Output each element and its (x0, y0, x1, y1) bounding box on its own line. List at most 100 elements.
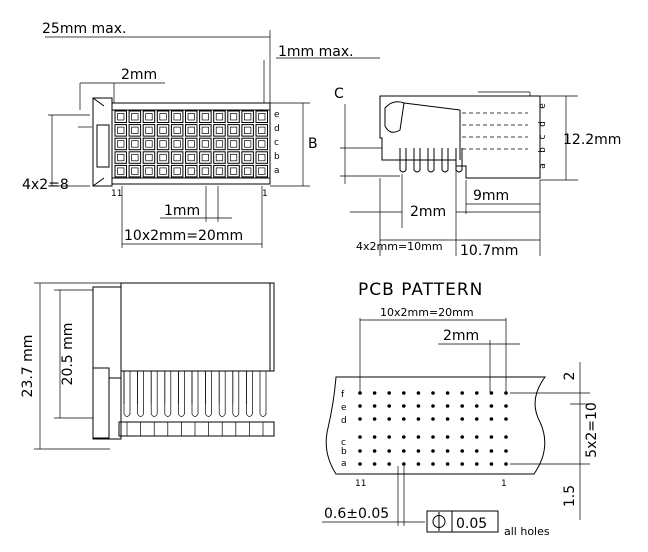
pcb-hole (431, 435, 435, 439)
contact-cell-inner (159, 167, 167, 175)
contact-cell-inner (145, 126, 153, 134)
contact-cell (185, 110, 198, 123)
pcb-hole (387, 417, 392, 421)
contact-cell (255, 124, 268, 137)
contact-cell-inner (117, 140, 125, 148)
contact-cell-inner (229, 140, 238, 148)
pcb-hole (372, 435, 377, 439)
pcb-hole (460, 435, 465, 439)
contact-cell-inner (215, 113, 224, 121)
contact-cell (199, 137, 212, 151)
contact-cell-inner (145, 167, 153, 175)
pcb-hole (431, 404, 435, 408)
front-row-b: b (274, 152, 280, 162)
contact-cell-inner (145, 140, 153, 148)
pcb-hole (358, 435, 362, 439)
contact-cell-inner (145, 113, 153, 121)
contact-cell (241, 124, 254, 137)
profile-pin (259, 371, 267, 417)
pcb-hole (445, 417, 450, 421)
contact-cell (199, 164, 212, 178)
side-row-c: c (538, 134, 548, 139)
pcb-hole (372, 449, 377, 453)
contact-cell (199, 124, 212, 137)
front-row-c: c (274, 138, 279, 148)
contact-cell-inner (215, 126, 224, 134)
profile-pin (218, 371, 226, 417)
total-height-label: 23.7 mm (20, 335, 36, 398)
pcb-hole (475, 435, 479, 439)
contact-cell-inner (201, 113, 209, 121)
contact-cell-inner (187, 153, 195, 162)
pcb-hole (504, 404, 508, 408)
contact-cell-inner (131, 167, 139, 175)
pcb-hole (387, 462, 392, 466)
contact-cell (227, 110, 240, 123)
side-pitch-label: 2mm (410, 204, 446, 220)
pitch-label: 2mm (121, 67, 157, 83)
pcb-hole (460, 462, 465, 466)
contact-cell (128, 137, 142, 151)
pcb-hole-grid (358, 391, 508, 466)
contact-cell-inner (229, 167, 238, 175)
pcb-hole (489, 462, 494, 466)
front-row-e: e (274, 110, 280, 120)
depth-label: 9mm (473, 188, 509, 204)
contact-cell (142, 137, 156, 151)
contact-cell-inner (187, 167, 195, 175)
pcb-hole (416, 435, 421, 439)
pcb-pattern: PCB PATTERN f e d c b a 11 1 10x2mm=20mm… (322, 280, 600, 538)
contact-cell (241, 137, 254, 151)
contact-cell-inner (117, 126, 125, 134)
contact-cell-inner (173, 167, 181, 175)
front-pin-1: 1 (262, 189, 268, 199)
contact-cell-inner (201, 126, 209, 134)
contact-cell (142, 151, 156, 164)
contact-cell (213, 151, 226, 164)
contact-cell-inner (258, 126, 266, 134)
pcb-hole (416, 417, 421, 421)
contact-cell (114, 151, 127, 164)
profile-pin (164, 371, 172, 417)
pcb-pin-11: 11 (355, 479, 366, 489)
contact-cell (213, 164, 226, 178)
contact-cell-inner (117, 167, 125, 175)
contact-cell (114, 164, 127, 178)
pcb-hole (387, 449, 392, 453)
pcb-hole (475, 391, 479, 395)
contact-cell (128, 164, 142, 178)
pcb-hole (475, 404, 479, 408)
contact-cell-inner (201, 167, 209, 175)
contact-cell (114, 124, 127, 137)
pcb-row-f: f (341, 390, 345, 400)
pcb-hole (475, 449, 479, 453)
max-width-label: 25mm max. (42, 21, 127, 37)
contact-cell-inner (159, 140, 167, 148)
contact-cell-inner (173, 140, 181, 148)
pcb-hole (358, 462, 362, 466)
pcb-hole (489, 435, 494, 439)
pcb-row-c: c (341, 438, 346, 448)
pcb-hole (431, 449, 435, 453)
contact-cell-inner (244, 153, 252, 162)
pcb-hole (431, 462, 435, 466)
contact-cell (227, 151, 240, 164)
contact-cell-inner (173, 113, 181, 121)
pcb-row-e: e (341, 403, 347, 413)
contact-cell-inner (229, 153, 238, 162)
contact-cell (185, 151, 198, 164)
pcb-row-b: b (341, 447, 347, 457)
pcb-hole (358, 417, 362, 421)
contact-cell-inner (201, 153, 209, 162)
contact-cell (128, 124, 142, 137)
pcb-hole (475, 462, 479, 466)
contact-cell (156, 124, 170, 137)
profile-pin (191, 371, 199, 417)
pcb-hole (504, 449, 508, 453)
side-view: e d c b a C 12.2mm 2mm 9mm 4x2mm=10mm 10… (334, 86, 621, 259)
pcb-hole (372, 391, 377, 395)
contact-cell-inner (173, 126, 181, 134)
pcb-hole (387, 435, 392, 439)
contact-cell-inner (159, 153, 167, 162)
contact-cell-inner (258, 140, 266, 148)
